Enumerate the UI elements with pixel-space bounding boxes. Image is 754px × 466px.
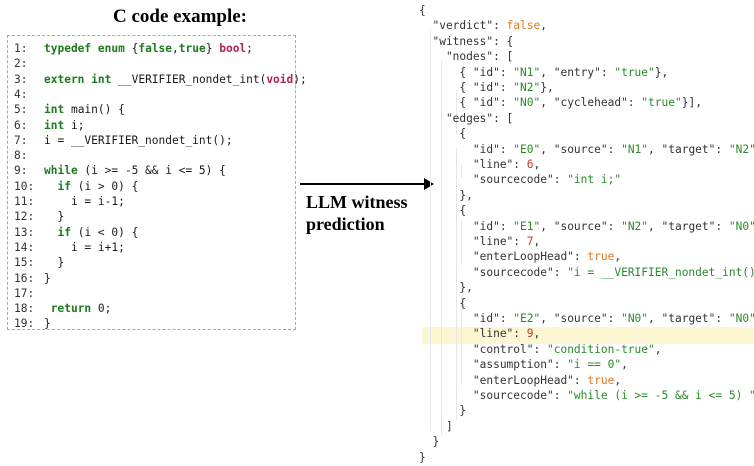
json-line: { xyxy=(419,204,467,218)
code-line: 12: } xyxy=(14,209,64,225)
line-number: 2: xyxy=(14,57,28,71)
line-number: 10: xyxy=(14,179,35,193)
code-text: while (i >= -5 && i <= 5) { xyxy=(44,164,226,178)
json-line: { "id": "N2"}, xyxy=(419,81,554,94)
code-line: 19:} xyxy=(14,316,51,332)
line-number: 3: xyxy=(14,72,28,86)
line-number: 15: xyxy=(14,256,35,270)
prediction-arrow xyxy=(300,183,432,185)
json-line: "verdict": false, xyxy=(419,19,547,33)
line-number: 18: xyxy=(14,302,35,316)
json-line: } xyxy=(419,435,440,449)
code-line: 7: i = __VERIFIER_nondet_int(); xyxy=(14,133,233,149)
json-line: ] xyxy=(419,419,453,433)
json-line: "enterLoopHead": true, xyxy=(419,250,622,264)
line-number: 14: xyxy=(14,240,35,254)
code-line: 9: while (i >= -5 && i <= 5) { xyxy=(14,163,226,179)
arrow-head-icon xyxy=(424,178,434,190)
json-line: "nodes": [ xyxy=(419,50,514,64)
json-line: "assumption": "i == 0", xyxy=(419,358,628,372)
json-line: { xyxy=(419,4,426,17)
code-example-title: C code example: xyxy=(112,6,248,27)
json-line: { xyxy=(419,127,467,141)
json-line: "line": 6, xyxy=(419,158,541,171)
line-number: 8: xyxy=(14,149,28,163)
code-text: } xyxy=(44,271,51,285)
json-line: "enterLoopHead": true, xyxy=(419,373,622,387)
code-line: 5: int main() { xyxy=(14,102,125,118)
line-number: 9: xyxy=(14,164,28,178)
code-line: 16:} xyxy=(14,271,51,287)
line-number: 19: xyxy=(14,317,35,331)
json-line: } xyxy=(419,450,426,464)
line-number: 11: xyxy=(14,195,35,208)
code-text: } xyxy=(44,256,65,270)
json-line: { "id": "N0", "cyclehead": "true"}], xyxy=(419,96,702,110)
json-line: { xyxy=(419,296,467,310)
json-line: "control": "condition-true", xyxy=(419,342,662,356)
code-text: typedef enum {false,true} bool; xyxy=(44,42,253,55)
code-line: 14: i = i+1; xyxy=(14,240,125,256)
indent-guide xyxy=(430,30,431,430)
code-line: 6: int i; xyxy=(14,118,84,134)
indent-guide xyxy=(456,90,457,135)
code-line: 10: if (i > 0) { xyxy=(14,179,138,195)
code-line: 2: xyxy=(14,56,44,72)
code-line: 11: i = i-1; xyxy=(14,194,125,210)
code-text: if (i > 0) { xyxy=(57,179,139,193)
line-number: 17: xyxy=(14,286,35,300)
indent-guide xyxy=(461,295,462,385)
indent-guide xyxy=(461,165,462,178)
code-text: } xyxy=(44,210,65,224)
code-text: return 0; xyxy=(50,302,112,316)
json-line: } xyxy=(419,404,467,418)
json-line: "id": "E2", "source": "N0", "target": "N… xyxy=(419,312,754,325)
indent-guide xyxy=(461,220,462,265)
line-number: 12: xyxy=(14,210,35,224)
json-line: }, xyxy=(419,188,473,202)
code-line: 3: extern int __VERIFIER_nondet_int(void)… xyxy=(14,72,307,88)
line-number: 4: xyxy=(14,87,28,101)
json-line: "edges": [ xyxy=(419,111,514,125)
code-text: if (i < 0) { xyxy=(57,225,139,239)
line-number: 16: xyxy=(14,271,35,285)
code-text: extern int __VERIFIER_nondet_int(void); xyxy=(44,72,307,86)
json-line: "line": 7, xyxy=(419,235,541,248)
code-line: 4: xyxy=(14,87,44,103)
code-line: 1: typedef enum {false,true} bool; xyxy=(14,41,253,57)
c-code-panel: 1: typedef enum {false,true} bool; 2:3: ext… xyxy=(7,35,307,332)
highlighted-assumption-line xyxy=(422,327,754,344)
code-text: int main() { xyxy=(44,103,125,117)
code-text: i = __VERIFIER_nondet_int(); xyxy=(44,133,233,147)
code-line: 15: } xyxy=(14,255,64,271)
json-line: }, xyxy=(419,281,473,295)
code-line: 8: xyxy=(14,148,44,164)
code-line: 17: xyxy=(14,286,44,302)
line-number: 7: xyxy=(14,133,28,147)
json-line: "id": "E1", "source": "N2", "target": "N… xyxy=(419,219,754,233)
line-number: 5: xyxy=(14,103,28,117)
code-line: 18: return 0; xyxy=(14,301,111,317)
code-text: i = i-1; xyxy=(44,195,125,208)
arrow-label: LLM witness prediction xyxy=(306,192,408,234)
line-number: 13: xyxy=(14,225,35,239)
json-line: "line": 9, xyxy=(419,327,541,341)
indent-guide xyxy=(441,60,442,435)
json-line: "id": "E0", "source": "N1", "target": "N… xyxy=(419,142,754,156)
json-line: { "id": "N1", "entry": "true"}, xyxy=(419,65,669,79)
code-text: int i; xyxy=(44,118,85,132)
json-line: "sourcecode": "int i;" xyxy=(419,173,622,187)
json-line: "sourcecode": "while (i >= -5 && i <= 5)… xyxy=(419,389,754,402)
line-number: 1: xyxy=(14,42,28,55)
code-text: } xyxy=(44,317,51,331)
code-line: 13: if (i < 0) { xyxy=(14,225,138,241)
json-line: "witness": { xyxy=(419,34,514,48)
json-line: "sourcecode": "i = __VERIFIER_nondet_int… xyxy=(419,265,754,279)
code-text: i = i+1; xyxy=(44,240,125,254)
indent-guide xyxy=(456,148,457,420)
line-number: 6: xyxy=(14,118,28,132)
